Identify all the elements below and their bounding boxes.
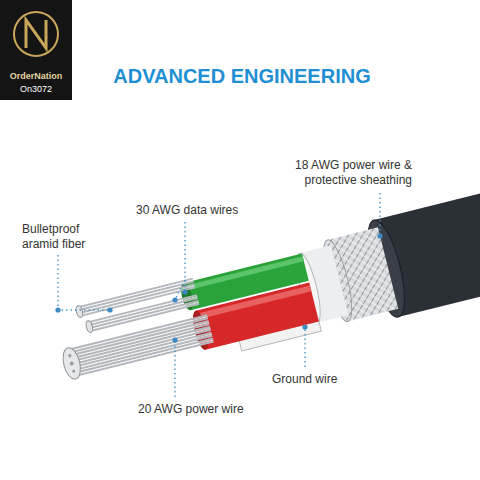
green-wire-shine <box>184 256 304 290</box>
power-wire-strands <box>68 315 213 376</box>
strand-dot <box>69 361 74 366</box>
part-label: Bulletproof aramid fiber <box>22 222 104 252</box>
leader-line <box>58 255 110 310</box>
power-wire-end <box>60 346 83 381</box>
cable <box>48 176 480 398</box>
leader-line <box>379 193 380 236</box>
watermark: OrderNation <box>2 71 70 82</box>
leader-line <box>174 340 175 397</box>
part-label: 18 AWG power wire & protective sheathing <box>282 158 412 188</box>
leader-lines <box>58 193 380 397</box>
logo-mark <box>26 20 46 48</box>
leader-dot <box>302 324 307 329</box>
watermark: On3072 <box>2 84 70 95</box>
diagram-title: ADVANCED ENGINEERING <box>2 64 480 88</box>
leader-dots <box>55 233 382 342</box>
leader-dot <box>182 289 187 294</box>
leader-dot <box>107 307 112 312</box>
logo-ring <box>14 12 58 56</box>
strand-dot <box>68 354 72 358</box>
part-label: Ground wire <box>272 372 372 387</box>
leader-dot <box>172 337 177 342</box>
leader-dot <box>377 233 382 238</box>
green-wire <box>184 253 309 310</box>
leader-line <box>304 327 305 367</box>
data-wire-end <box>85 320 94 333</box>
part-label: 30 AWG data wires <box>136 203 266 218</box>
data-wire-end <box>75 305 84 318</box>
strand-highlight <box>69 317 214 375</box>
part-label: 20 AWG power wire <box>138 402 278 417</box>
leader-dot <box>55 307 60 312</box>
strand-dot <box>72 369 76 373</box>
leader-dot <box>172 297 177 302</box>
logo-badge <box>0 0 72 100</box>
leader-line <box>175 222 185 300</box>
